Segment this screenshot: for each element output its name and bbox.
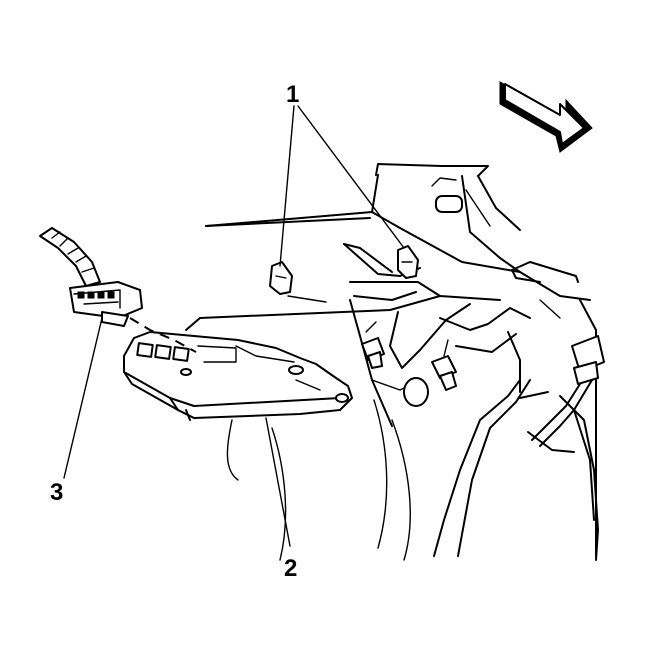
callout-1: 1 <box>286 81 299 108</box>
wire-harness-right <box>531 335 605 447</box>
callout-2: 2 <box>284 555 297 582</box>
stud-nut <box>361 321 385 369</box>
electrical-connector <box>39 227 143 327</box>
leader-lines <box>63 105 405 547</box>
stud-nut <box>431 339 457 391</box>
retaining-clip-left <box>269 261 293 295</box>
control-module <box>123 331 353 421</box>
forward-direction-arrow-icon <box>499 81 593 153</box>
retaining-clip-right <box>397 245 419 279</box>
callout-3: 3 <box>50 479 63 506</box>
alignment-dash-line <box>129 317 197 353</box>
